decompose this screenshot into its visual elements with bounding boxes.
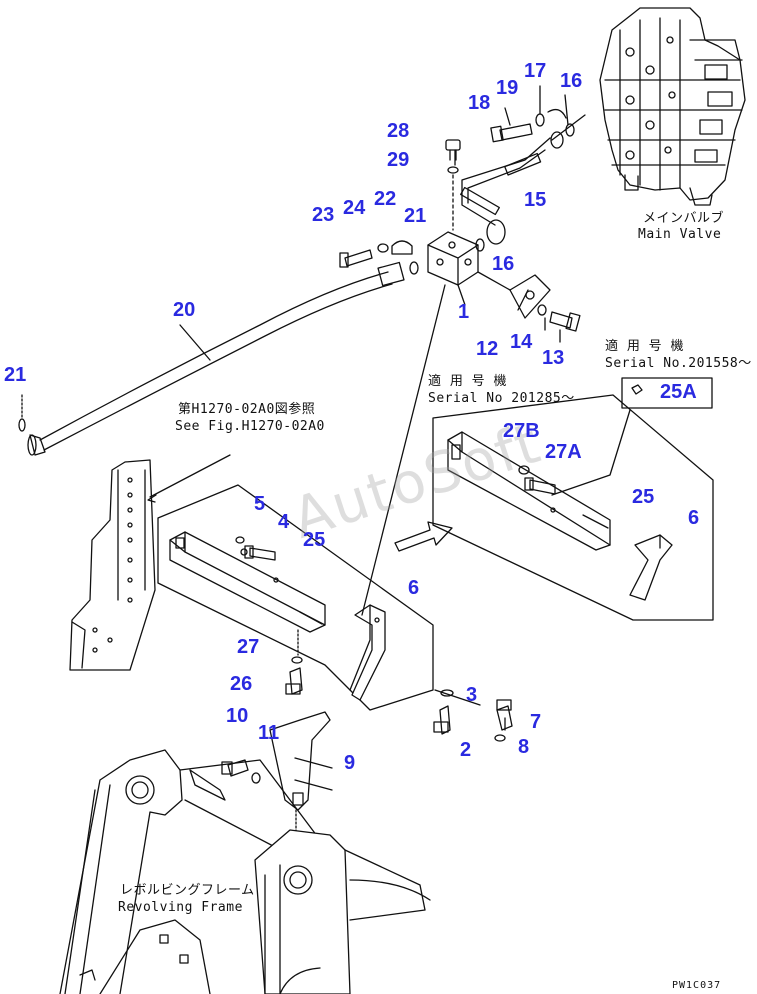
callout-27A: 27A	[545, 441, 582, 463]
callout-6-left: 6	[408, 577, 420, 599]
arrow	[394, 521, 453, 552]
callout-26: 26	[230, 673, 253, 695]
bolt-28	[445, 139, 461, 231]
side-plate	[69, 454, 231, 671]
reference-label-jp: 第H1270-02A0図参照	[178, 402, 316, 417]
clamp-assembly	[339, 240, 419, 275]
main-valve-label-jp: メインバルブ	[643, 211, 725, 226]
revolving-frame-label-en: Revolving Frame	[118, 900, 243, 915]
callout-27: 27	[237, 636, 260, 658]
detail-box-right	[432, 377, 714, 621]
fittings-top	[490, 108, 575, 143]
revolving-frame	[59, 749, 431, 994]
callout-25-left: 25	[303, 529, 326, 551]
callout-27B: 27B	[503, 420, 540, 442]
serial-label-1-jp: 適 用 号 機	[428, 374, 507, 389]
callout-6-right: 6	[688, 507, 700, 529]
serial-label-1-en: Serial No 201285～	[428, 391, 575, 406]
callout-19: 19	[496, 77, 519, 99]
block-1	[427, 231, 485, 286]
callout-8: 8	[518, 736, 530, 758]
label-leaders	[179, 85, 569, 361]
serial-label-2-jp: 適 用 号 機	[605, 339, 684, 354]
hose-20	[18, 261, 405, 456]
callout-2: 2	[460, 739, 472, 761]
callout-25A: 25A	[660, 381, 697, 403]
callout-16-mid: 16	[492, 253, 515, 275]
callout-13: 13	[542, 347, 565, 369]
callout-5: 5	[254, 493, 266, 515]
callout-12: 12	[476, 338, 499, 360]
callout-7: 7	[530, 711, 542, 733]
plate-12	[477, 271, 581, 332]
hose-15	[460, 114, 586, 245]
callout-23: 23	[312, 204, 335, 226]
serial-label-2-en: Serial No.201558～	[605, 356, 752, 371]
callout-1: 1	[458, 301, 470, 323]
callout-21-top: 21	[404, 205, 427, 227]
main-valve	[599, 7, 746, 206]
callout-9: 9	[344, 752, 356, 774]
callout-4: 4	[278, 511, 290, 533]
callout-14: 14	[510, 331, 533, 353]
callout-29: 29	[387, 149, 410, 171]
callout-28: 28	[387, 120, 410, 142]
drawing-code: PW1C037	[672, 980, 722, 991]
bolts-lower	[433, 689, 513, 742]
callout-21-left: 21	[4, 364, 27, 386]
callout-17: 17	[524, 60, 547, 82]
callout-3: 3	[466, 684, 478, 706]
callout-20: 20	[173, 299, 196, 321]
revolving-frame-label-jp: レボルビングフレーム	[120, 883, 255, 898]
callout-15: 15	[524, 189, 547, 211]
leader-lines	[361, 284, 506, 731]
callout-11: 11	[258, 722, 280, 744]
reference-label-en: See Fig.H1270-02A0	[175, 419, 325, 434]
callout-10: 10	[226, 705, 249, 727]
callout-24: 24	[343, 197, 366, 219]
callout-18: 18	[468, 92, 491, 114]
detail-box-left	[157, 484, 434, 711]
main-valve-label-en: Main Valve	[638, 227, 722, 242]
callout-16-top: 16	[560, 70, 583, 92]
callout-22: 22	[374, 188, 397, 210]
callout-25-right: 25	[632, 486, 655, 508]
